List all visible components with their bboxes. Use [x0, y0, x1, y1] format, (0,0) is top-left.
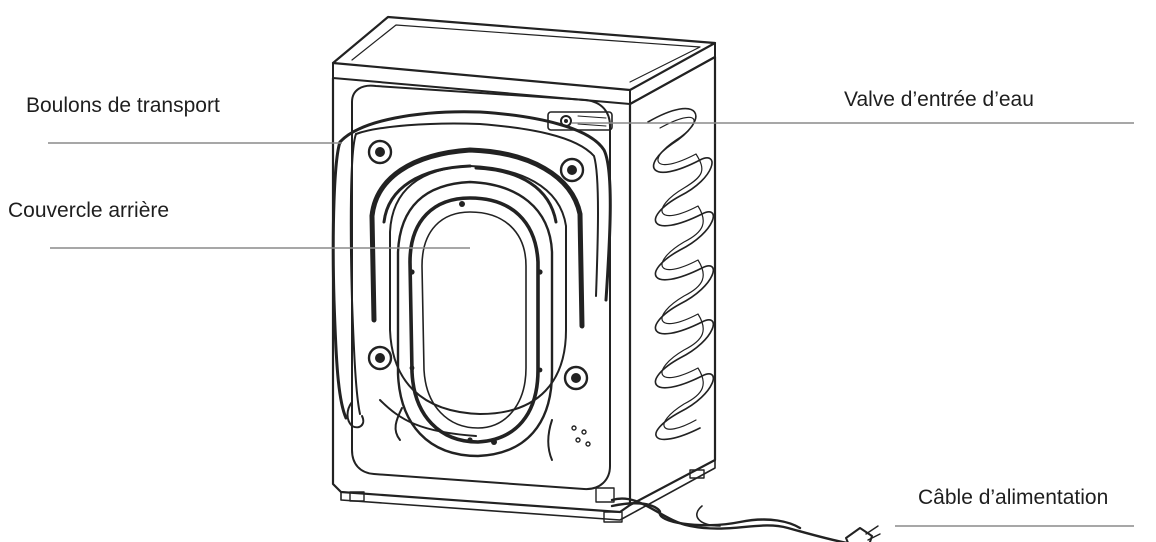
leader-lines	[48, 122, 1134, 527]
water-inlet-valve-label: Valve d’entrée d’eau	[844, 88, 1034, 111]
transport-bolts-illustration	[367, 139, 589, 391]
power-cable-illustration	[610, 497, 881, 542]
water-inlet-valve-illustration	[547, 111, 613, 131]
machine-cabinet	[331, 15, 717, 523]
drain-outlet-illustration	[346, 401, 615, 503]
rear-cover-label: Couvercle arrière	[8, 199, 170, 222]
side-panel-ribs	[647, 107, 715, 441]
rear-cover-illustration	[331, 84, 612, 491]
power-cable-label: Câble d’alimentation	[918, 486, 1109, 509]
transport-bolts-label: Boulons de transport	[26, 94, 220, 117]
